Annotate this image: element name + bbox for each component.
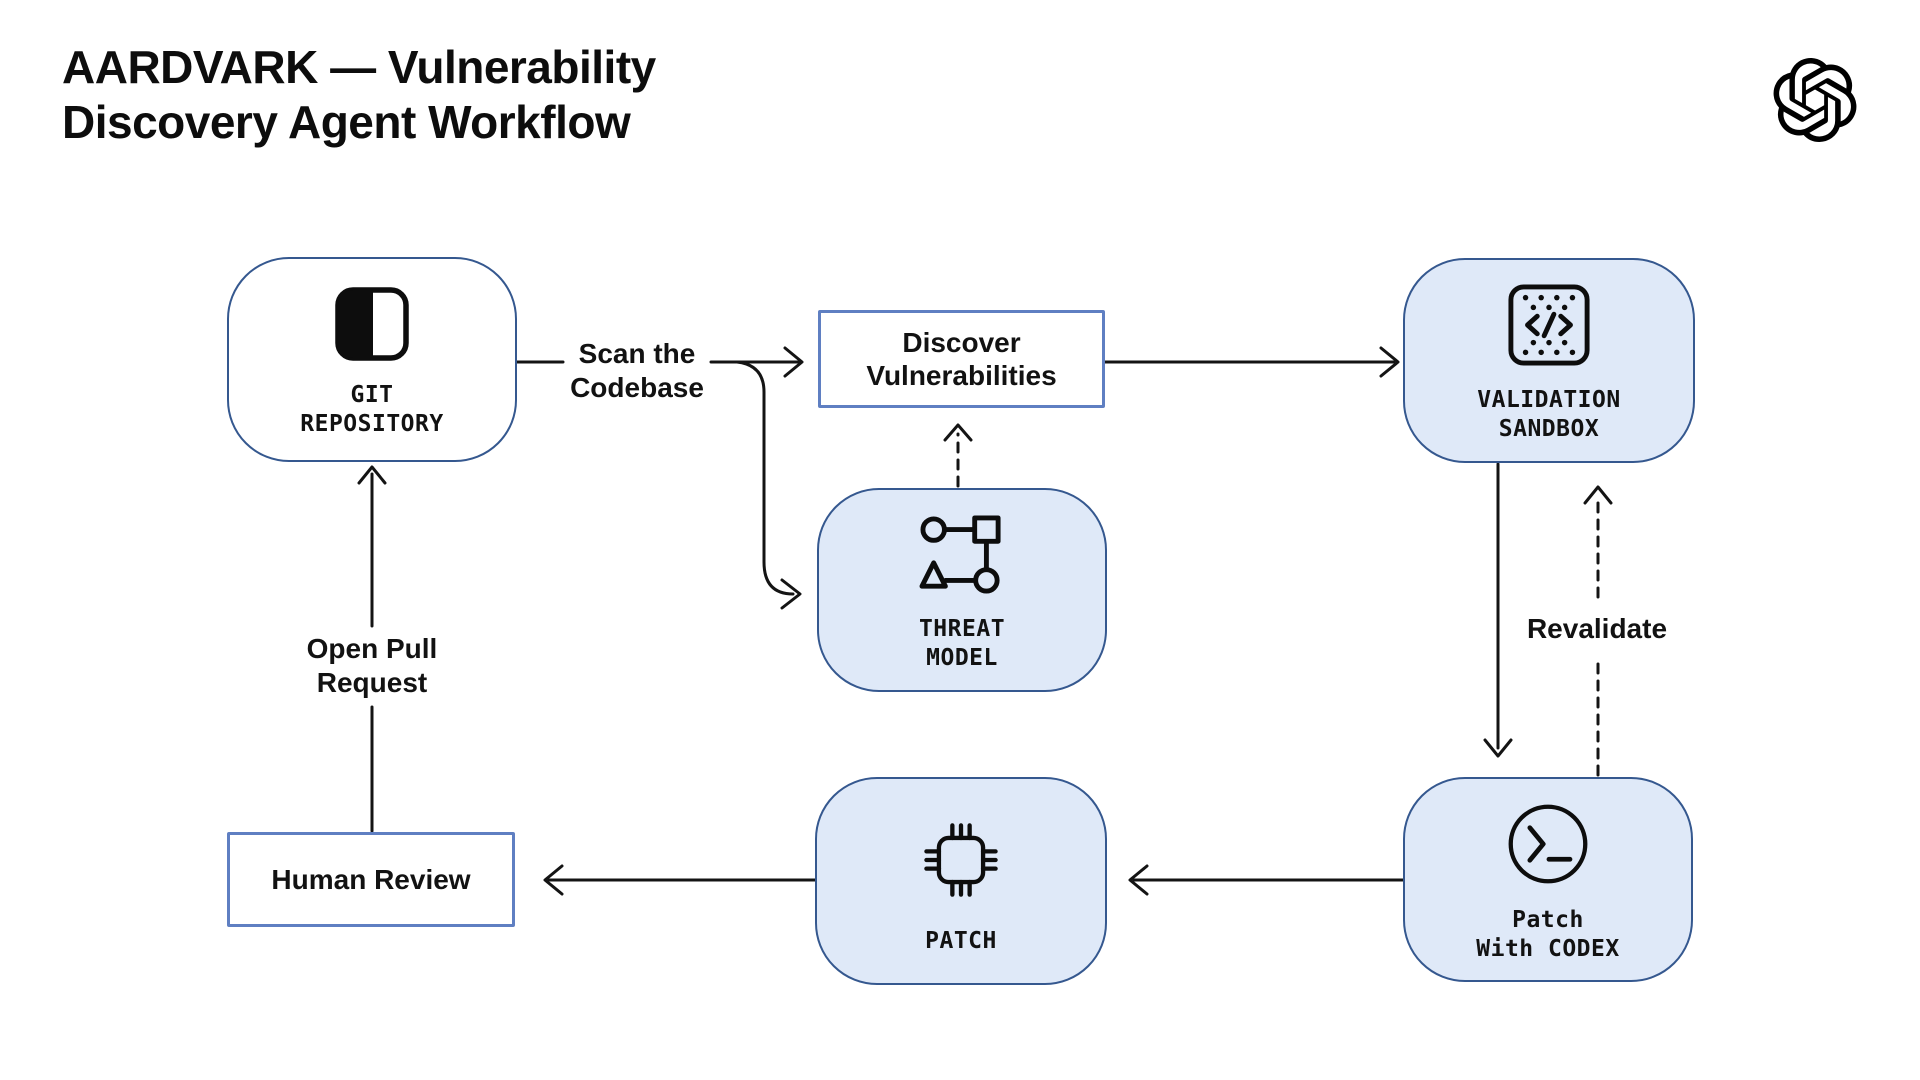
- node-validation-sandbox-label: VALIDATION SANDBOX: [1477, 387, 1621, 442]
- chip-icon: [913, 812, 1009, 908]
- node-patch-with-codex: Patch With CODEX: [1403, 777, 1693, 982]
- edge-branch-to-threat-model: [735, 360, 802, 610]
- sandbox-code-icon: [1507, 283, 1591, 367]
- edge-label-open-pull-request: Open Pull Request: [306, 633, 438, 698]
- edge-scan-to-discover: [709, 346, 804, 378]
- edge-patch-to-human-review: [543, 864, 817, 896]
- edge-patch-codex-to-patch: [1128, 864, 1405, 896]
- openai-logo: [1773, 58, 1857, 143]
- edge-discover-to-validation: [1103, 346, 1400, 378]
- openai-logo-glyph: [1773, 58, 1857, 143]
- node-discover-vulnerabilities-label: Discover Vulnerabilities: [866, 327, 1057, 391]
- edge-validation-to-patch-codex: [1483, 462, 1513, 758]
- terminal-icon: [1505, 801, 1591, 887]
- node-human-review-label: Human Review: [271, 864, 471, 895]
- node-discover-vulnerabilities: Discover Vulnerabilities: [818, 310, 1105, 408]
- node-human-review: Human Review: [227, 832, 515, 927]
- edge-label-scan-the-codebase: Scan the Codebase: [570, 338, 704, 403]
- node-git-repository-label: GIT REPOSITORY: [300, 382, 444, 437]
- page-title: AARDVARK — Vulnerability Discovery Agent…: [62, 41, 656, 148]
- edge-revalidate-arrowhead: [1583, 485, 1613, 505]
- node-git-repository: GIT REPOSITORY: [227, 257, 517, 462]
- edge-threat-to-discover-arrowhead: [943, 423, 973, 442]
- threat-model-icon: [918, 514, 1006, 596]
- node-threat-model: THREAT MODEL: [817, 488, 1107, 692]
- node-patch-label: PATCH: [925, 928, 997, 954]
- edge-label-revalidate: Revalidate: [1526, 613, 1668, 644]
- repository-icon: [334, 286, 410, 362]
- node-patch: PATCH: [815, 777, 1107, 985]
- node-validation-sandbox: VALIDATION SANDBOX: [1403, 258, 1695, 463]
- node-patch-with-codex-label: Patch With CODEX: [1476, 907, 1620, 962]
- node-threat-model-label: THREAT MODEL: [918, 615, 1006, 671]
